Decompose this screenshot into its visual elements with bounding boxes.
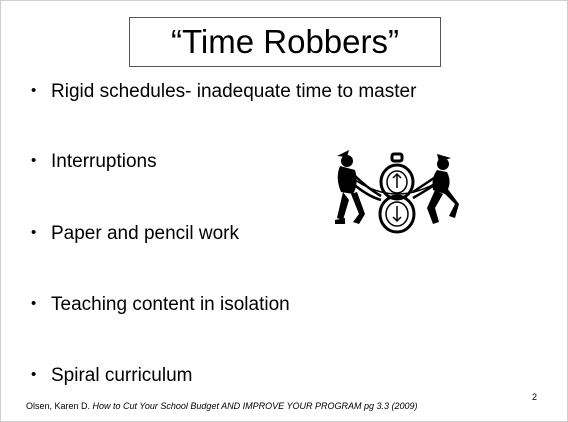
bullet-text: Rigid schedules- inadequate time to mast… <box>51 81 417 102</box>
bullet-glyph: • <box>31 82 37 99</box>
bullet-glyph: • <box>31 295 37 312</box>
bullet-text: Teaching content in isolation <box>51 294 290 315</box>
citation-title: How to Cut Your School Budget AND IMPROV… <box>92 401 418 411</box>
bullet-text: Spiral curriculum <box>51 365 193 386</box>
citation-author: Olsen, Karen D. <box>26 401 93 411</box>
bullet-item: • Rigid schedules- inadequate time to mas… <box>31 81 416 103</box>
bullet-glyph: • <box>31 224 37 241</box>
bullet-item: • Interruptions <box>31 151 157 173</box>
slide-title: “Time Robbers” <box>171 23 399 60</box>
bullet-item: • Paper and pencil work <box>31 223 239 245</box>
bullet-item: • Teaching content in isolation <box>31 294 290 316</box>
tug-of-war-stopwatch-icon <box>335 150 459 234</box>
bullet-text: Interruptions <box>51 151 157 172</box>
bullet-text: Paper and pencil work <box>51 223 239 244</box>
bullet-item: • Spiral curriculum <box>31 365 192 387</box>
bullet-glyph: • <box>31 366 37 383</box>
slide-title-box: “Time Robbers” <box>129 17 441 67</box>
bullet-glyph: • <box>31 152 37 169</box>
citation-footer: Olsen, Karen D. How to Cut Your School B… <box>26 401 418 411</box>
page-number: 2 <box>532 392 538 402</box>
